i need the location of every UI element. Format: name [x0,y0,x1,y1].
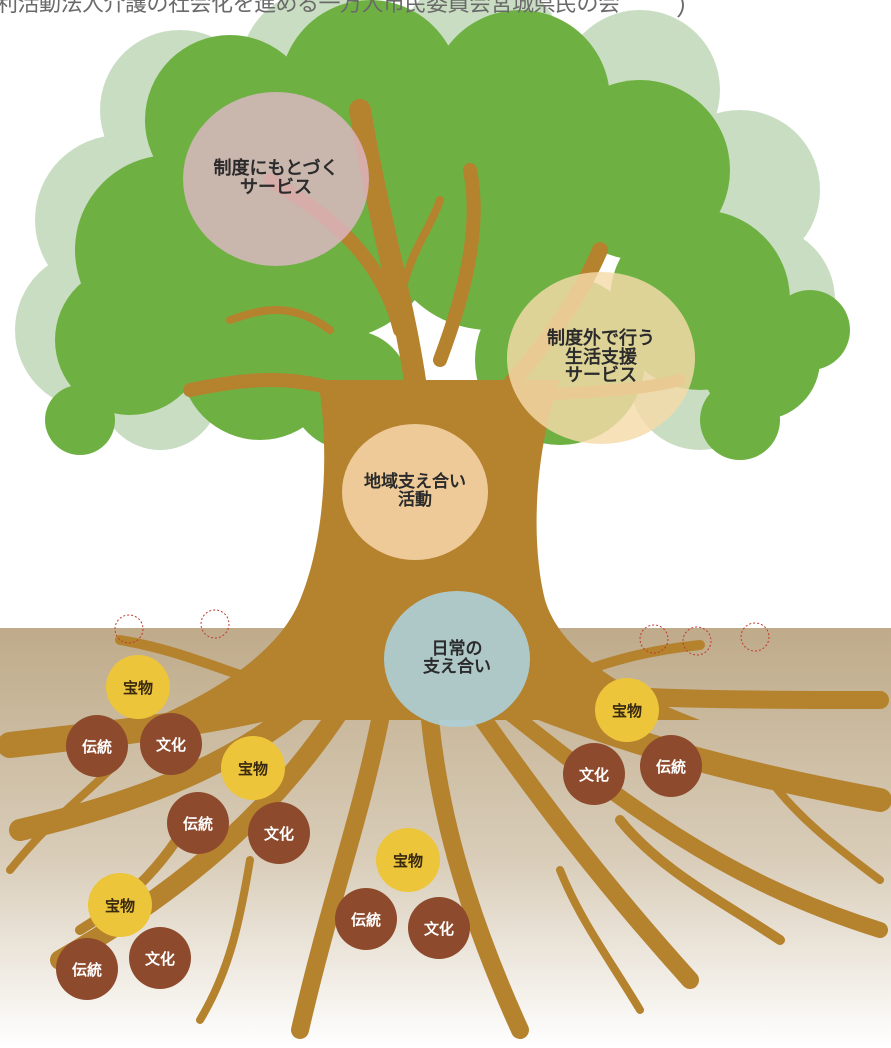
treasure-tag: 宝物 [221,736,285,800]
treasure-tag: 宝物 [88,873,152,937]
tradition-tag: 伝統 [56,938,118,1000]
daily-support-bubble: 日常の 支え合い [384,591,530,727]
culture-tag: 文化 [408,897,470,959]
treasure-tag: 宝物 [106,655,170,719]
formal-services-line-1: 制度にもとづく [213,158,339,180]
tradition-tag: 伝統 [335,888,397,950]
culture-tag: 文化 [248,802,310,864]
informal-services-line-2: 生活支援 [565,346,637,368]
daily-support-line-2: 支え合い [423,657,491,677]
tradition-tag: 伝統 [640,735,702,797]
tradition-tag: 伝統 [167,792,229,854]
treasure-tag: 宝物 [595,678,659,742]
daily-support-line-1: 日常の [431,639,483,660]
formal-services-line-2: サービス [240,177,312,198]
culture-tag: 文化 [129,927,191,989]
header-bracket: ） [676,0,703,22]
community-support-line-2: 活動 [398,490,432,510]
header-title: 利活動法人介護の社会化を進める一万人市民委員会宮城県民の会 [0,0,620,17]
culture-tag: 文化 [140,713,202,775]
root-tip-markers [114,609,770,656]
community-support-bubble: 地域支え合い 活動 [342,424,488,560]
informal-services-line-1: 制度外で行う [547,327,655,349]
formal-services-bubble: 制度にもとづく サービス [183,92,369,266]
informal-services-bubble: 制度外で行う 生活支援 サービス [507,272,695,444]
tradition-tag: 伝統 [66,715,128,777]
roots [0,635,891,1039]
informal-services-line-3: サービス [565,365,637,387]
culture-tag: 文化 [563,743,625,805]
treasure-tag: 宝物 [376,828,440,892]
community-support-line-1: 地域支え合い [364,472,466,493]
